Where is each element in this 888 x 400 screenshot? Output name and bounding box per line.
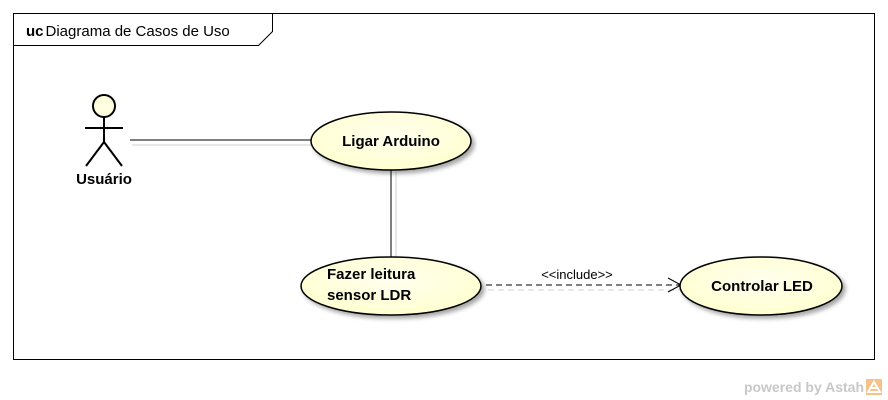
use-case-ligar-arduino[interactable]: Ligar Arduino	[310, 111, 472, 171]
actor-usuario[interactable]: Usuário	[76, 94, 132, 188]
actor-figure-icon	[85, 94, 123, 167]
use-case-ellipse	[679, 256, 843, 316]
use-case-label: Ligar Arduino	[342, 133, 440, 150]
use-case-ellipse	[300, 256, 482, 316]
use-case-fazer-leitura[interactable]: Fazer leitura sensor LDR	[300, 256, 482, 316]
include-label: <<include>>	[541, 267, 613, 282]
powered-by-footer: powered by Astah	[744, 379, 882, 395]
frame-title-tab	[13, 13, 273, 46]
use-case-ellipse	[310, 111, 472, 171]
use-case-label-line-2: sensor LDR	[327, 287, 411, 304]
use-case-label: Controlar LED	[711, 278, 813, 295]
astah-logo-icon	[866, 379, 882, 395]
frame-keyword: uc	[26, 23, 44, 40]
use-case-label-line-1: Fazer leitura	[327, 266, 416, 283]
frame-name: Diagrama de Casos de Uso	[46, 23, 230, 40]
use-case-controlar-led[interactable]: Controlar LED	[679, 256, 843, 316]
actor-label: Usuário	[76, 171, 132, 188]
powered-by-text: powered by Astah	[743, 379, 864, 395]
